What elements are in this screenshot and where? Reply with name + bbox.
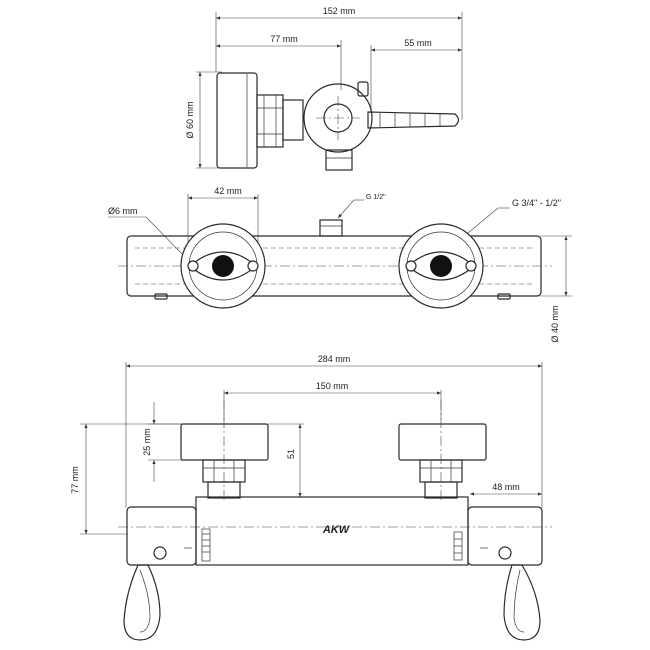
dimension-77-top: 77 mm bbox=[216, 34, 341, 48]
dimension-label-25: 25 mm bbox=[142, 428, 152, 456]
dimension-label-42: 42 mm bbox=[214, 186, 242, 196]
top-view: 152 mm 77 mm 55 mm Ø 60 mm bbox=[185, 6, 463, 171]
dimension-label-77-top: 77 mm bbox=[270, 34, 298, 44]
dimension-label-hole-6: Ø6 mm bbox=[108, 206, 138, 216]
dimension-label-diameter-60: Ø 60 mm bbox=[185, 101, 195, 138]
dimension-label-48: 48 mm bbox=[492, 482, 520, 492]
dimension-hole-6: Ø6 mm bbox=[108, 206, 189, 261]
dimension-150: 150 mm bbox=[223, 381, 442, 420]
middle-view: 42 mm Ø6 mm G 1/2" G 3/4" - 1/2" Ø 40 mm bbox=[108, 186, 572, 343]
front-view: 284 mm 150 mm 25 mm 51 77 mm bbox=[70, 354, 552, 641]
dimension-label-diameter-40: Ø 40 mm bbox=[550, 305, 560, 342]
dimension-label-77-front: 77 mm bbox=[70, 466, 80, 494]
dimension-55: 55 mm bbox=[371, 38, 462, 52]
dimension-label-g12: G 1/2" bbox=[366, 194, 386, 201]
dimension-thread-g12: G 1/2" bbox=[337, 194, 386, 219]
dimension-label-152: 152 mm bbox=[323, 6, 356, 16]
dimension-label-g34: G 3/4" - 1/2" bbox=[512, 198, 561, 208]
dimension-label-55: 55 mm bbox=[404, 38, 432, 48]
dimension-77-front: 77 mm bbox=[70, 423, 182, 535]
dimension-152: 152 mm bbox=[216, 6, 462, 20]
dimension-51: 51 bbox=[268, 423, 304, 497]
dimension-25: 25 mm bbox=[142, 402, 182, 482]
dimension-label-150: 150 mm bbox=[316, 381, 349, 391]
dimension-label-51: 51 bbox=[286, 449, 296, 459]
temperature-scale bbox=[201, 528, 463, 562]
dimension-48: 48 mm bbox=[470, 482, 542, 496]
dimension-diameter-40: Ø 40 mm bbox=[540, 235, 572, 343]
brand-logo: AKW bbox=[322, 524, 351, 536]
dimension-284: 284 mm bbox=[125, 354, 543, 508]
dimension-label-284: 284 mm bbox=[318, 354, 351, 364]
